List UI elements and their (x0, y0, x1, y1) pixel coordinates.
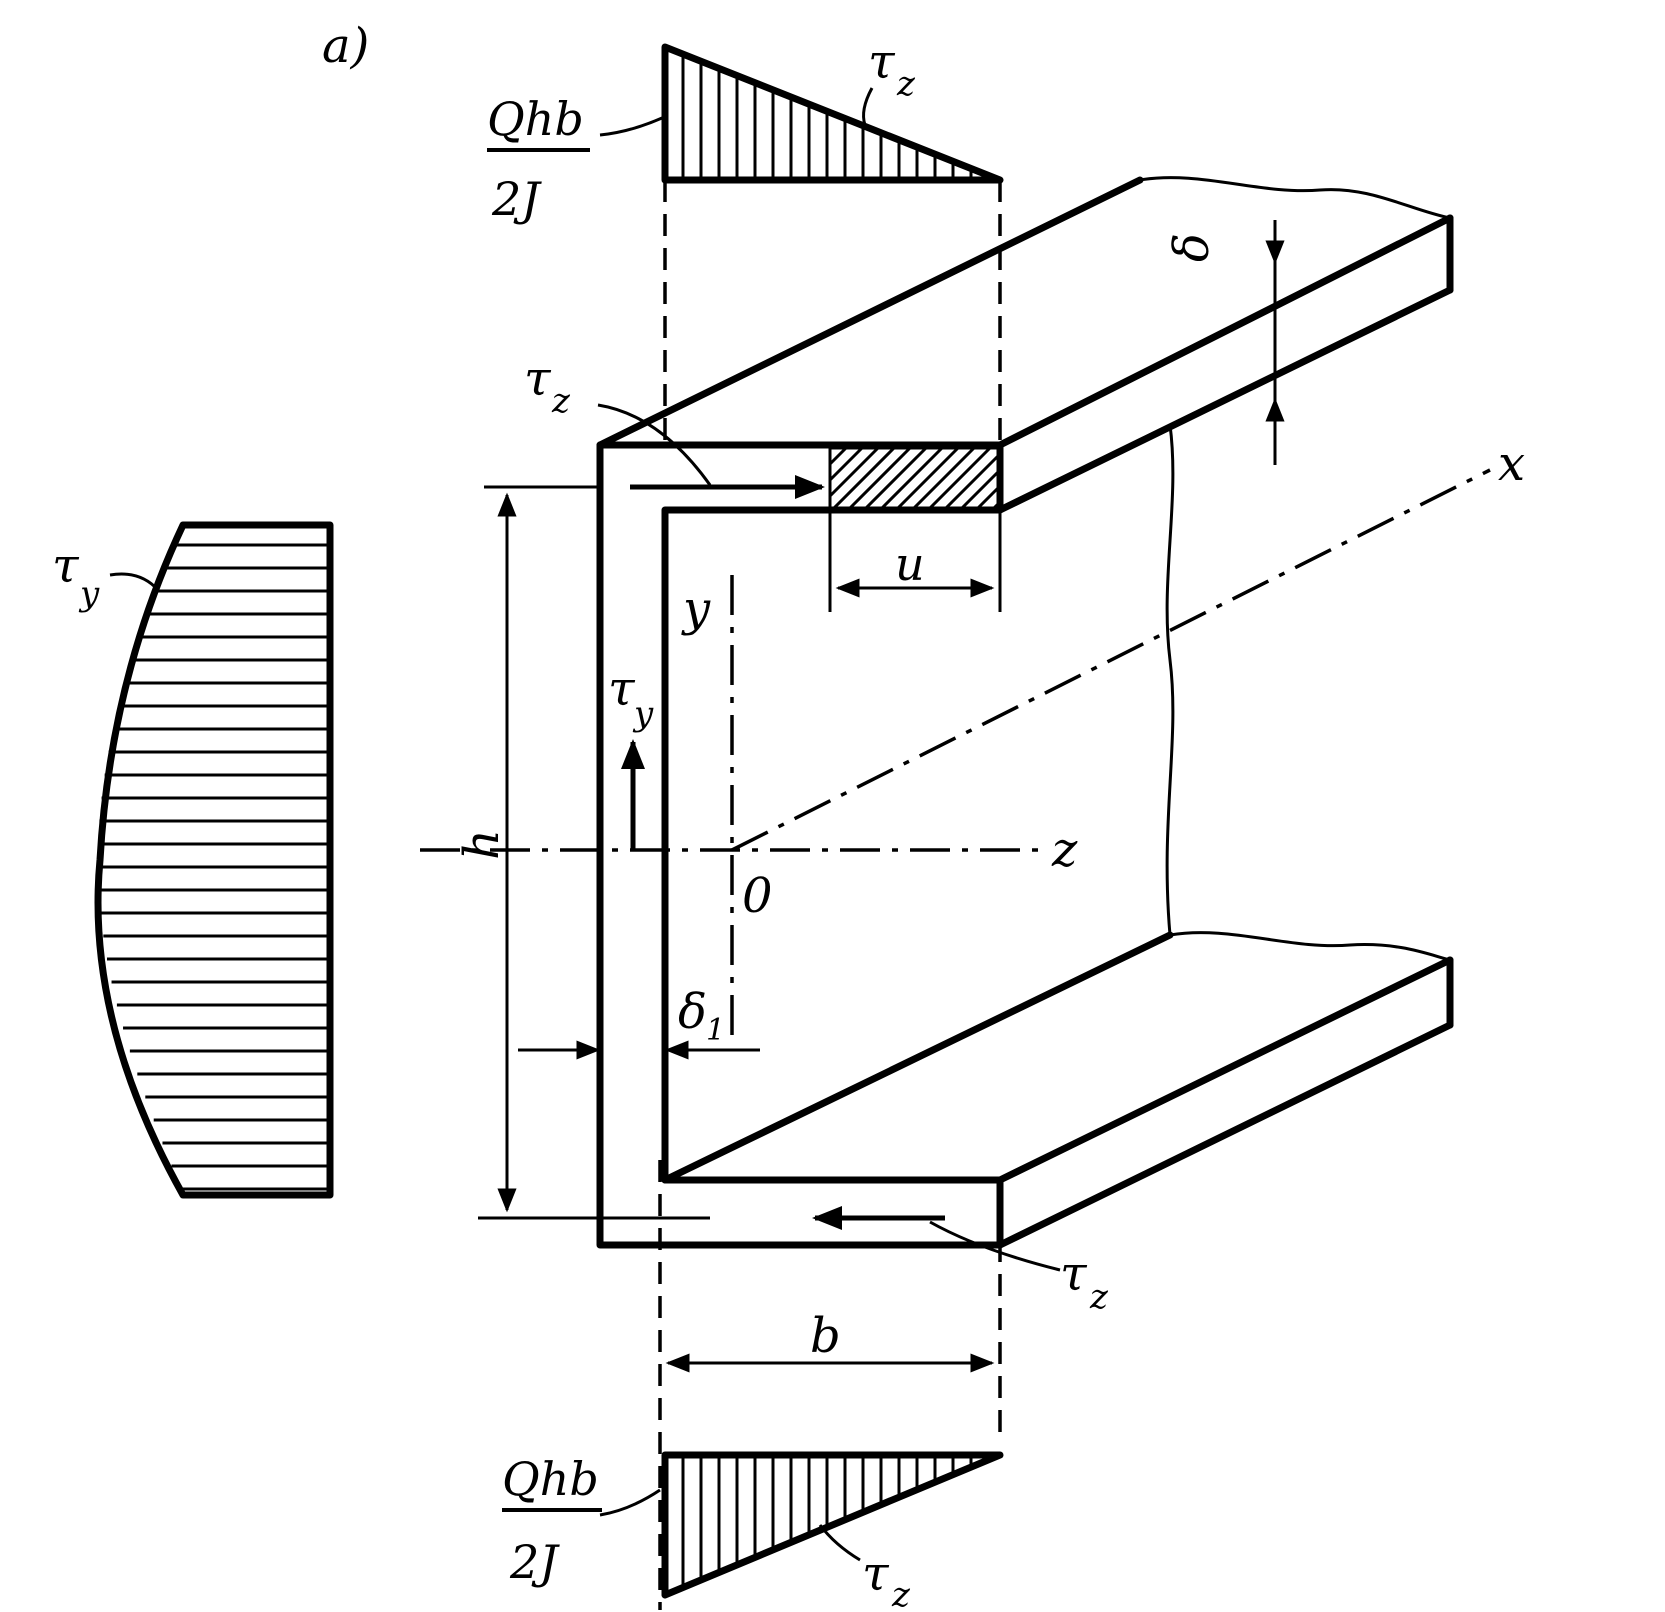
delta1-label: δ 1 (678, 984, 725, 1048)
delta1-subscript: 1 (706, 1013, 725, 1048)
hatch-line (864, 446, 928, 510)
hatch-line (880, 446, 944, 510)
bottom-tau-z-label: τ z (862, 1546, 911, 1612)
bottom-tau-symbol: τ (862, 1546, 890, 1602)
hatch-line (828, 446, 880, 498)
top-triangle-hatching (681, 54, 991, 180)
x-axis (731, 468, 1491, 852)
hatch-line (912, 446, 976, 510)
top-tau-z-diagram (661, 43, 1004, 184)
top-flange-tau-z-leader (597, 403, 712, 486)
hatch-line (896, 446, 960, 510)
hatch-line (848, 446, 912, 510)
top-two-j-denominator: 2J (491, 172, 542, 226)
delta1-symbol: δ (678, 984, 707, 1040)
bottom-break-line (1169, 931, 1451, 962)
delta-label: δ (1164, 233, 1220, 262)
hatch-line (828, 446, 864, 482)
left-tau-y-label: τ y (52, 538, 100, 614)
left-tau-symbol: τ (52, 538, 80, 594)
top-tau-subscript: z (896, 64, 916, 104)
top-qhb-fraction: Qhb 2J (487, 92, 590, 226)
top-flange-top-edge (996, 214, 1454, 449)
top-tau-symbol: τ (868, 34, 896, 90)
top-qhb-leader (599, 116, 663, 137)
web-tau-symbol: τ (608, 661, 636, 717)
bottom-qhb-fraction: Qhb 2J (502, 1452, 602, 1589)
hatch-line (976, 486, 1000, 510)
flange-tau-subscript: z (551, 381, 571, 421)
left-diagram-hatching (98, 543, 330, 1191)
hatch-line (928, 446, 992, 510)
bottom-flange-bottom-edge (996, 1021, 1454, 1249)
bottom-tau-subscript: z (891, 1575, 911, 1612)
top-qhb-numerator: Qhb (487, 92, 584, 146)
bottom-tau-z-diagram (661, 1451, 1004, 1599)
axis-z-label: z (1051, 822, 1078, 878)
axis-y-label: y (681, 581, 711, 637)
top-break-line (1139, 176, 1451, 220)
u-label: u (895, 537, 925, 591)
axis-x-label: x (1498, 436, 1525, 492)
channel-beam (596, 176, 1454, 1249)
left-tau-y-leader (109, 572, 160, 592)
top-flange-bottom-edge (996, 286, 1454, 514)
b-label: b (810, 1308, 841, 1364)
left-tau-subscript: y (78, 574, 100, 614)
u-area-hatching (828, 446, 1000, 510)
bottom-two-j-denominator: 2J (509, 1535, 560, 1589)
top-flange-tau-z-label: τ z (524, 351, 571, 421)
top-tau-z-leader (862, 87, 874, 126)
bottom-flange-inner-edge (661, 931, 1174, 1184)
bottom-flange-tau-z-label: τ z (1060, 1246, 1109, 1317)
channel-front-section (596, 441, 1004, 1249)
left-tau-y-diagram (94, 521, 334, 1199)
panel-label: a) (322, 18, 369, 74)
top-flange-back-edge-left (596, 176, 1144, 449)
hatch-line (992, 502, 1000, 510)
web-tau-y-label: τ y (608, 661, 654, 734)
flange-tau-symbol: τ (524, 351, 552, 407)
bottom-flange-tau-symbol: τ (1060, 1246, 1088, 1302)
hatch-line (832, 446, 896, 510)
bottom-qhb-leader (599, 1488, 661, 1517)
top-tau-z-label: τ z (868, 34, 916, 104)
hatch-line (960, 470, 1000, 510)
web-break-line (1165, 424, 1175, 936)
bottom-flange-tau-subscript: z (1089, 1277, 1109, 1317)
bottom-flange-tau-z-leader (929, 1220, 1061, 1272)
bottom-tau-z-leader (818, 1524, 861, 1562)
hatch-line (828, 446, 848, 466)
hatch-line (944, 454, 1000, 510)
bottom-qhb-numerator: Qhb (502, 1452, 599, 1506)
origin-label: 0 (742, 868, 773, 924)
bottom-flange-top-edge (996, 956, 1454, 1184)
web-tau-subscript: y (632, 694, 654, 734)
bottom-triangle-hatching (681, 1455, 991, 1588)
h-label: h (454, 829, 510, 860)
